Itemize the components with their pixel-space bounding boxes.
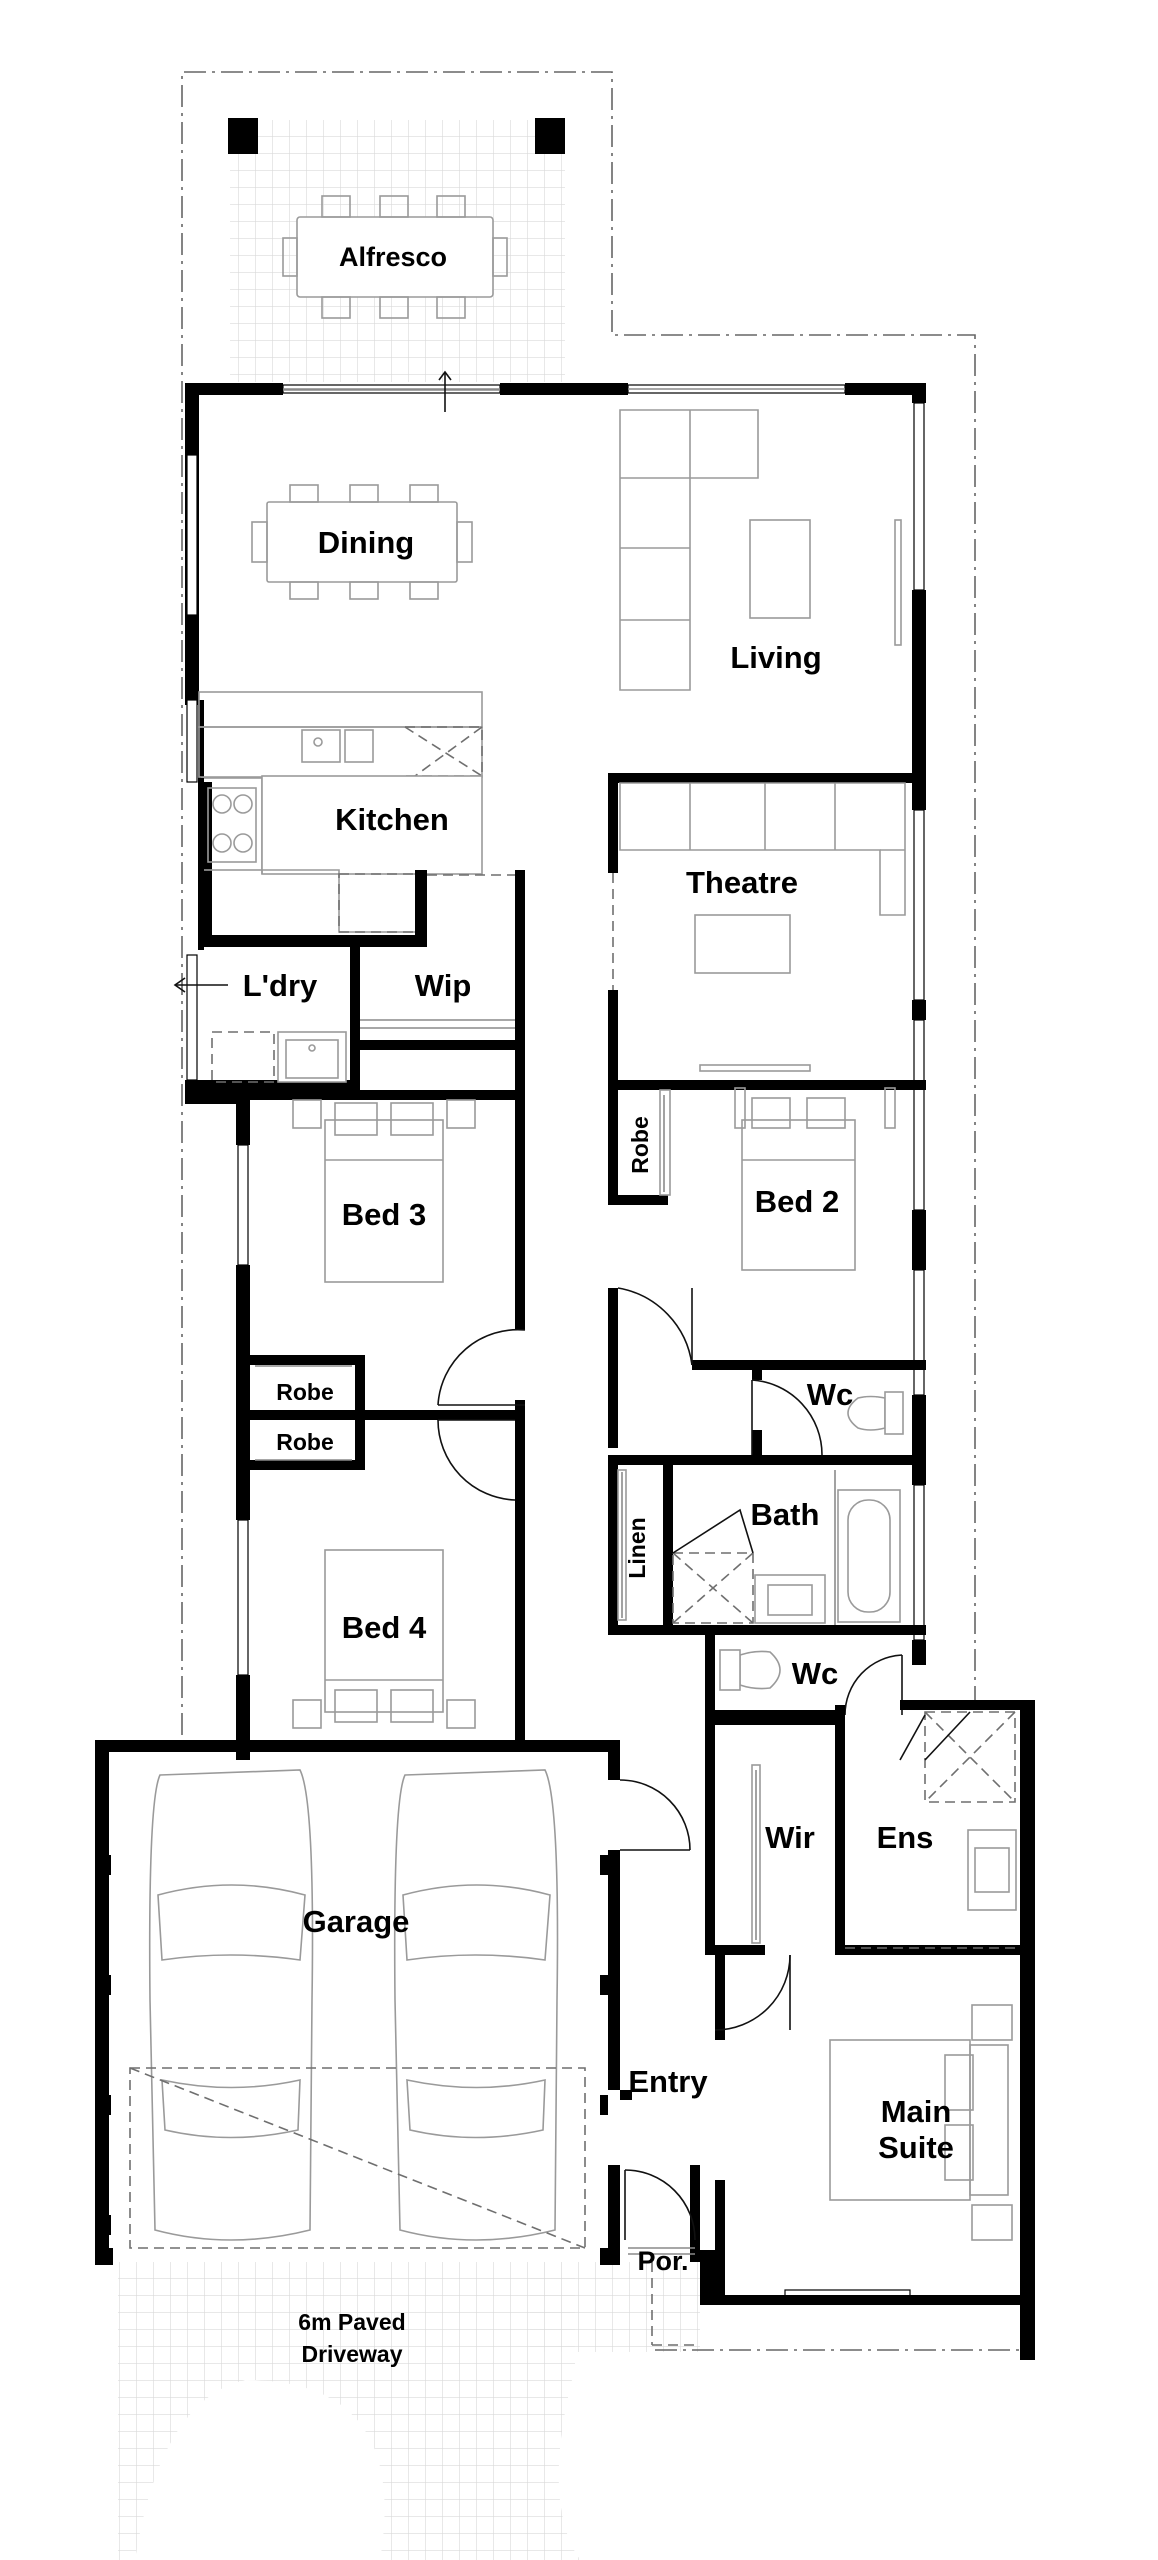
kitchen-area: Kitchen (198, 691, 525, 1090)
room-label-entry: Entry (628, 2064, 708, 2099)
laundry-area: L'dry Wip (173, 874, 525, 1092)
driveway-label-line1: 6m Paved (298, 2309, 405, 2335)
lot-boundary (181, 71, 1031, 2362)
room-label-wc-upper: Wc (807, 1377, 854, 1412)
driveway-label-line2: Driveway (301, 2341, 402, 2367)
room-label-alfresco: Alfresco (339, 242, 447, 272)
room-label-wc-lower: Wc (792, 1656, 839, 1691)
room-label-bed2: Bed 2 (755, 1184, 839, 1219)
room-label-bed4: Bed 4 (342, 1610, 427, 1645)
room-label-porch: Por. (637, 2246, 688, 2276)
theatre-area: Theatre (608, 773, 918, 1090)
garage-area: Garage (95, 1740, 691, 2265)
alfresco-area: Alfresco (228, 118, 565, 319)
dining-area: Dining (251, 484, 473, 600)
room-label-ens: Ens (877, 1820, 934, 1855)
room-label-kitchen: Kitchen (335, 802, 449, 837)
room-label-main-suite-line1: Main (881, 2094, 952, 2129)
paved-areas (118, 120, 700, 2560)
room-label-laundry: L'dry (243, 968, 318, 1003)
room-label-wip: Wip (415, 968, 472, 1003)
wc-upper-area: Wc (608, 1370, 926, 1465)
room-label-wir: Wir (765, 1820, 815, 1855)
driveway-area: 6m Paved Driveway (298, 2309, 405, 2367)
wir-ens-area: Wir Ens (705, 1700, 1035, 2360)
bed2-area: Bed 2 Robe (608, 1080, 926, 1448)
room-label-theatre: Theatre (686, 865, 798, 900)
room-label-living: Living (730, 640, 821, 675)
room-label-robe-bed2: Robe (627, 1116, 653, 1174)
bed3-area: Bed 3 (250, 1090, 526, 1490)
main-suite-area: Main Suite (714, 1950, 1025, 2305)
room-label-main-suite-line2: Suite (878, 2130, 954, 2165)
room-label-bath: Bath (751, 1497, 820, 1532)
room-label-garage: Garage (303, 1904, 410, 1939)
living-area: Living (619, 409, 902, 691)
room-label-bed3: Bed 3 (342, 1197, 426, 1232)
alfresco-door (283, 370, 500, 412)
room-label-dining: Dining (318, 525, 414, 560)
bed4-area: Bed 4 (292, 1419, 525, 1750)
room-label-linen: Linen (624, 1517, 650, 1578)
bath-area: Bath Linen (608, 1455, 926, 1635)
wc-lower-area: Wc (705, 1635, 903, 1720)
room-label-robe-bed3: Robe (276, 1379, 334, 1405)
entry-area: Entry Por. (620, 2064, 725, 2346)
robes-area: Robe Robe (250, 1355, 520, 1470)
room-label-robe-bed4: Robe (276, 1429, 334, 1455)
